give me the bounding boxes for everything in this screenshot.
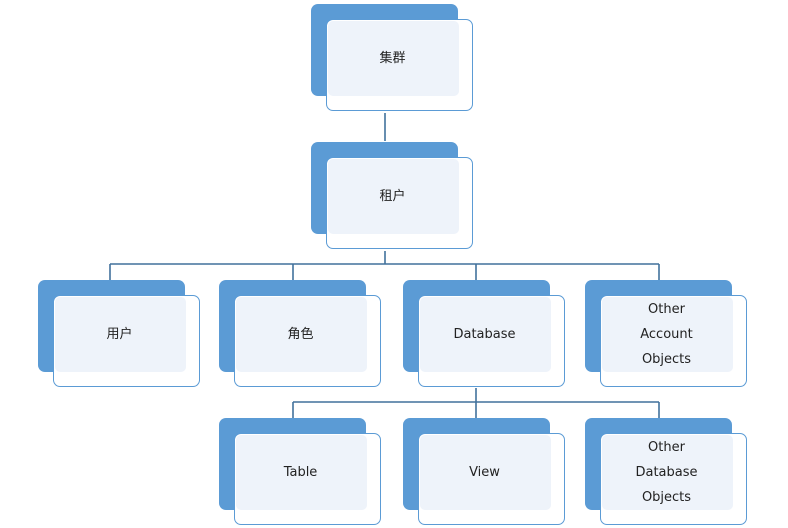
node-role: 角色 — [219, 280, 383, 388]
node-label: Table — [283, 464, 318, 480]
node-label: 用户 — [106, 326, 133, 342]
node-label: Other Account Objects — [640, 301, 693, 367]
node-label: View — [469, 464, 500, 480]
node-view: View — [403, 418, 567, 526]
node-other-account-objects: Other Account Objects — [585, 280, 749, 388]
node-tenant: 租户 — [311, 142, 475, 250]
node-label: 角色 — [287, 326, 314, 342]
node-label: Other Database Objects — [635, 439, 698, 505]
node-table: Table — [219, 418, 383, 526]
node-database: Database — [403, 280, 567, 388]
node-label: 集群 — [379, 50, 406, 66]
node-user: 用户 — [38, 280, 202, 388]
node-cluster: 集群 — [311, 4, 475, 112]
node-label: 租户 — [379, 188, 406, 204]
node-other-database-objects: Other Database Objects — [585, 418, 749, 526]
node-label: Database — [453, 326, 516, 342]
